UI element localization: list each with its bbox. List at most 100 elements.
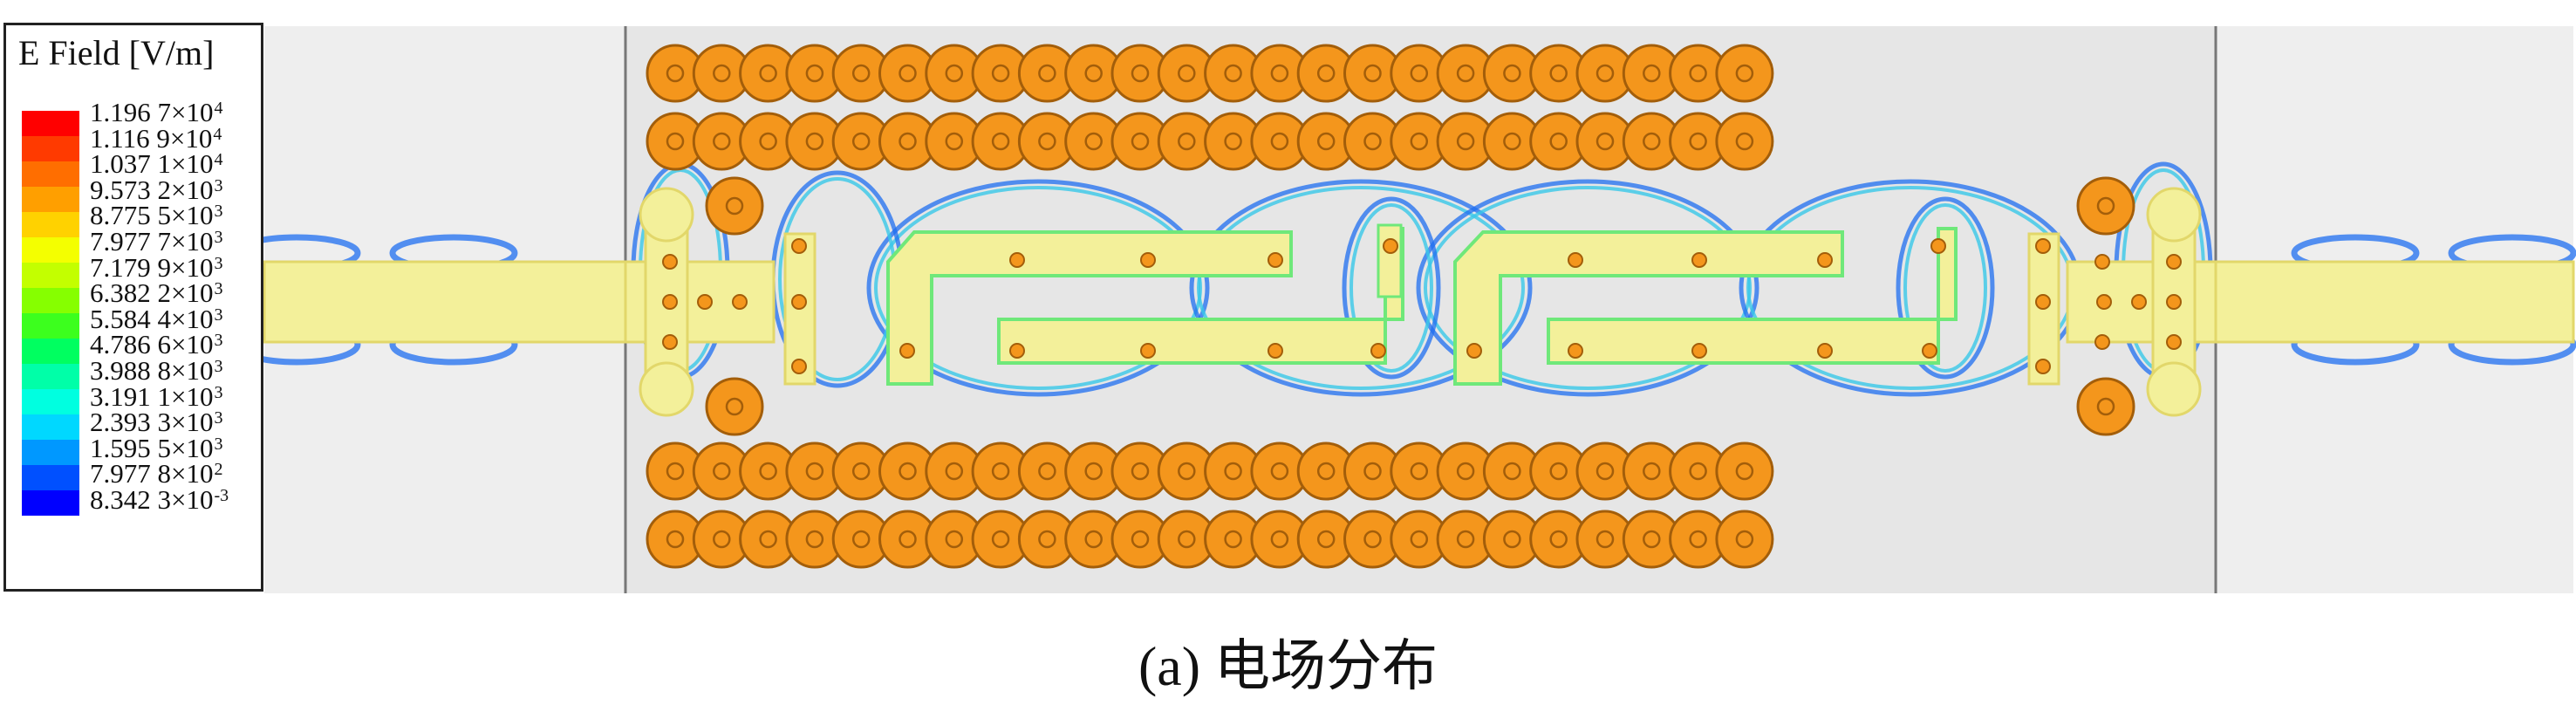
legend-label-mantissa: 1.037 1 bbox=[90, 148, 171, 180]
ground-via-hole bbox=[1549, 530, 1568, 549]
legend-label: 2.393 3×103 bbox=[90, 408, 222, 435]
strip-via bbox=[1568, 252, 1583, 268]
ground-via-hole bbox=[1038, 530, 1056, 549]
legend-label: 4.786 6×103 bbox=[90, 331, 222, 358]
ground-via-hole bbox=[1643, 530, 1661, 549]
ground-via-hole bbox=[2096, 196, 2115, 216]
ground-via-hole bbox=[991, 530, 1010, 549]
ground-via-hole bbox=[1316, 462, 1336, 481]
caption-text: 电场分布 bbox=[1214, 635, 1438, 697]
ground-via-hole bbox=[1735, 530, 1754, 549]
strip-via bbox=[2094, 254, 2110, 270]
ground-via bbox=[705, 377, 764, 436]
figure-caption: (a) 电场分布 bbox=[0, 621, 2576, 702]
legend-label: 7.977 7×103 bbox=[90, 228, 222, 255]
ground-via-hole bbox=[1363, 530, 1382, 549]
legend-label-exponent: 4 bbox=[214, 99, 223, 118]
gap-field-contour bbox=[1896, 196, 1995, 380]
legend-label-base: ×10 bbox=[171, 484, 214, 515]
legend-label-base: ×10 bbox=[169, 122, 213, 154]
ground-via-hole bbox=[1178, 132, 1196, 151]
legend-label-base: ×10 bbox=[171, 407, 214, 438]
ground-via-hole bbox=[666, 132, 685, 151]
strip-via bbox=[1268, 343, 1283, 359]
legend-label: 3.191 1×103 bbox=[90, 383, 222, 410]
strip-via bbox=[697, 294, 713, 310]
legend-label-base: ×10 bbox=[171, 329, 214, 360]
strip-via bbox=[662, 294, 678, 310]
legend-label: 7.977 8×102 bbox=[90, 460, 222, 487]
legend-label-exponent: 3 bbox=[214, 279, 223, 299]
strip-via bbox=[1140, 252, 1156, 268]
ground-via-hole bbox=[1038, 132, 1056, 151]
legend-label-exponent: 3 bbox=[214, 357, 223, 376]
resonator-field-contour bbox=[1416, 179, 1759, 397]
gap-field-contour bbox=[1903, 203, 1987, 373]
ground-via-hole bbox=[1084, 64, 1103, 83]
legend-label-mantissa: 9.573 2 bbox=[90, 174, 171, 205]
ground-via-hole bbox=[1689, 132, 1707, 151]
legend-label-exponent: 4 bbox=[213, 124, 222, 144]
ground-via-hole bbox=[1131, 132, 1150, 151]
ground-via-hole bbox=[1735, 64, 1754, 83]
gap-field-contour bbox=[1349, 203, 1433, 373]
legend-label-base: ×10 bbox=[171, 226, 214, 257]
legend-label-exponent: 3 bbox=[214, 434, 223, 454]
legend-label: 7.179 9×103 bbox=[90, 254, 222, 281]
legend-swatch bbox=[22, 389, 79, 414]
ground-via-hole bbox=[1084, 462, 1103, 481]
legend-label-mantissa: 3.191 1 bbox=[90, 380, 171, 412]
ground-via-hole bbox=[1270, 462, 1289, 481]
strip-via bbox=[791, 359, 807, 374]
right-port-pad bbox=[2146, 187, 2202, 243]
legend-label-exponent: 3 bbox=[214, 382, 223, 402]
ground-via bbox=[1715, 44, 1774, 103]
legend-label-mantissa: 1.116 9 bbox=[90, 122, 170, 154]
ground-via-hole bbox=[1316, 530, 1336, 549]
ground-via-hole bbox=[945, 132, 964, 151]
strip-via bbox=[2035, 238, 2051, 254]
ground-via-hole bbox=[759, 462, 777, 481]
legend-title: E Field [V/m] bbox=[18, 33, 215, 72]
ground-via-hole bbox=[991, 132, 1010, 151]
legend-label-exponent: 3 bbox=[214, 253, 223, 273]
legend-label-exponent: 4 bbox=[214, 150, 223, 170]
ground-via-hole bbox=[1689, 462, 1707, 481]
ground-via-hole bbox=[1178, 64, 1196, 83]
ground-via-hole bbox=[1689, 64, 1707, 83]
legend-label: 8.775 5×103 bbox=[90, 202, 222, 229]
legend-label: 1.196 7×104 bbox=[90, 99, 222, 126]
resonator-upper-left bbox=[886, 230, 1293, 386]
legend-label-exponent: 3 bbox=[214, 408, 223, 428]
ground-via-hole bbox=[1456, 462, 1475, 481]
legend-label: 9.573 2×103 bbox=[90, 176, 222, 203]
strip-via bbox=[791, 294, 807, 310]
legend-label-mantissa: 8.775 5 bbox=[90, 200, 171, 231]
strip-via bbox=[662, 334, 678, 350]
strip-via bbox=[1930, 238, 1946, 254]
ground-via-hole bbox=[1363, 462, 1382, 481]
left-port-pad bbox=[639, 187, 694, 243]
resonator-left-tip bbox=[1377, 223, 1403, 298]
ground-via-hole bbox=[1595, 462, 1615, 481]
ground-via-hole bbox=[1595, 530, 1615, 549]
ground-via-hole bbox=[1410, 462, 1429, 481]
ground-via-hole bbox=[1038, 462, 1056, 481]
resonator-upper-right bbox=[1453, 230, 1844, 386]
strip-via bbox=[2166, 294, 2182, 310]
ground-via-hole bbox=[1038, 64, 1056, 83]
strip-via bbox=[1268, 252, 1283, 268]
ground-via-hole bbox=[1456, 132, 1475, 151]
ground-via-hole bbox=[713, 530, 731, 549]
ground-via-hole bbox=[1316, 132, 1336, 151]
ground-via-hole bbox=[1410, 530, 1429, 549]
ground-via-hole bbox=[1084, 530, 1103, 549]
legend-label-exponent: 3 bbox=[214, 305, 223, 325]
legend-label-mantissa: 6.382 2 bbox=[90, 277, 171, 309]
ground-via-hole bbox=[1270, 64, 1289, 83]
ground-via bbox=[1715, 112, 1774, 171]
ground-via-hole bbox=[1270, 132, 1289, 151]
ground-via-hole bbox=[945, 462, 964, 481]
legend-label: 8.342 3×10-3 bbox=[90, 486, 229, 513]
